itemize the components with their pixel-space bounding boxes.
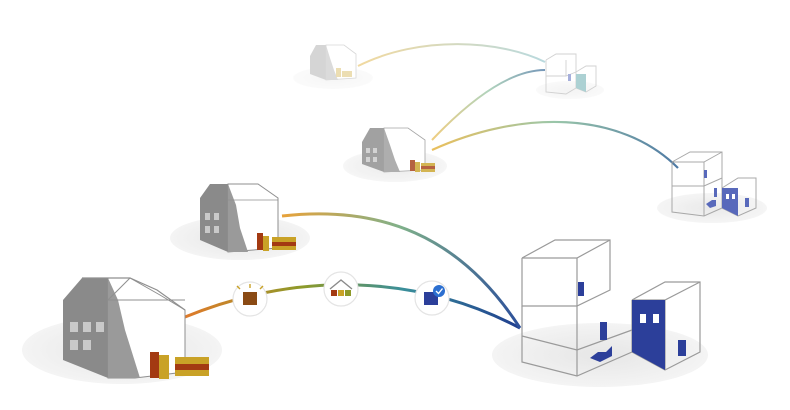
- staircase: [590, 346, 612, 362]
- flow-step-house: [323, 271, 359, 307]
- window: [640, 314, 646, 323]
- door: [600, 322, 607, 340]
- door: [678, 340, 686, 356]
- flow-line-medium: [281, 212, 522, 329]
- flow-line-small-to-small: [431, 69, 546, 141]
- window: [214, 226, 219, 233]
- window: [96, 322, 104, 332]
- flow-step-box: [232, 281, 268, 317]
- house-window-icon: [329, 279, 353, 296]
- door: [578, 282, 584, 296]
- flow-line-small-to-medium: [431, 120, 679, 169]
- box-icon: [236, 284, 264, 305]
- house-medium: [170, 183, 310, 260]
- window: [653, 314, 659, 323]
- window: [373, 148, 377, 153]
- window: [366, 157, 370, 162]
- window: [83, 340, 91, 350]
- house-large: [22, 277, 222, 384]
- house-faded: [293, 44, 373, 89]
- window: [366, 148, 370, 153]
- building-large: [492, 239, 708, 387]
- window: [70, 340, 78, 350]
- window: [70, 322, 78, 332]
- window: [214, 213, 219, 220]
- box-stack: [257, 233, 296, 251]
- house-small: [343, 127, 447, 182]
- box-stack: [410, 160, 435, 172]
- window: [373, 157, 377, 162]
- window: [83, 322, 91, 332]
- window: [205, 213, 210, 220]
- flow-line-faded: [357, 43, 546, 67]
- flow-step-verified: [414, 280, 450, 316]
- building-small: [536, 53, 604, 99]
- building-medium: [657, 151, 767, 223]
- verified-document-icon: [424, 285, 445, 305]
- box-stack: [150, 352, 209, 379]
- window: [205, 226, 210, 233]
